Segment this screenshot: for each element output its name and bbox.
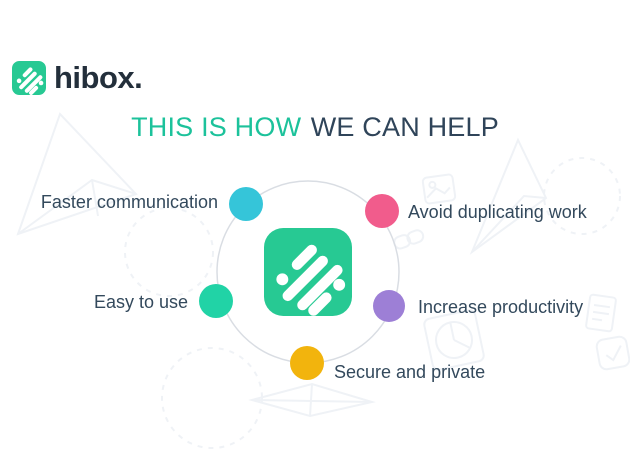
dot-faster-communication [229,187,263,221]
dot-increase-productivity [373,290,405,322]
label-easy-to-use: Easy to use [93,292,188,312]
page-title: THIS IS HOW WE CAN HELP [0,110,630,144]
dot-secure-and-private [290,346,324,380]
document-icon [585,293,617,333]
label-secure-and-private: Secure and private [334,362,486,382]
paper-plane-icon [469,137,548,255]
dot-avoid-duplicating-work [365,194,399,228]
check-badge-icon [595,335,630,371]
title-highlight: THIS IS HOW [131,112,302,142]
link-icon [393,229,425,250]
title-rest: WE CAN HELP [310,112,499,142]
label-avoid-duplicating-work: Avoid duplicating work [408,202,587,222]
hibox-logo-icon [12,61,46,95]
hibox-app-icon [264,228,352,316]
brand-header: hibox. [12,60,143,95]
label-increase-productivity: Increase productivity [418,297,584,317]
paper-plane-icon [248,382,376,418]
label-faster-communication: Faster communication [40,192,218,212]
brand-wordmark: hibox. [54,60,143,95]
dot-easy-to-use [199,284,233,318]
